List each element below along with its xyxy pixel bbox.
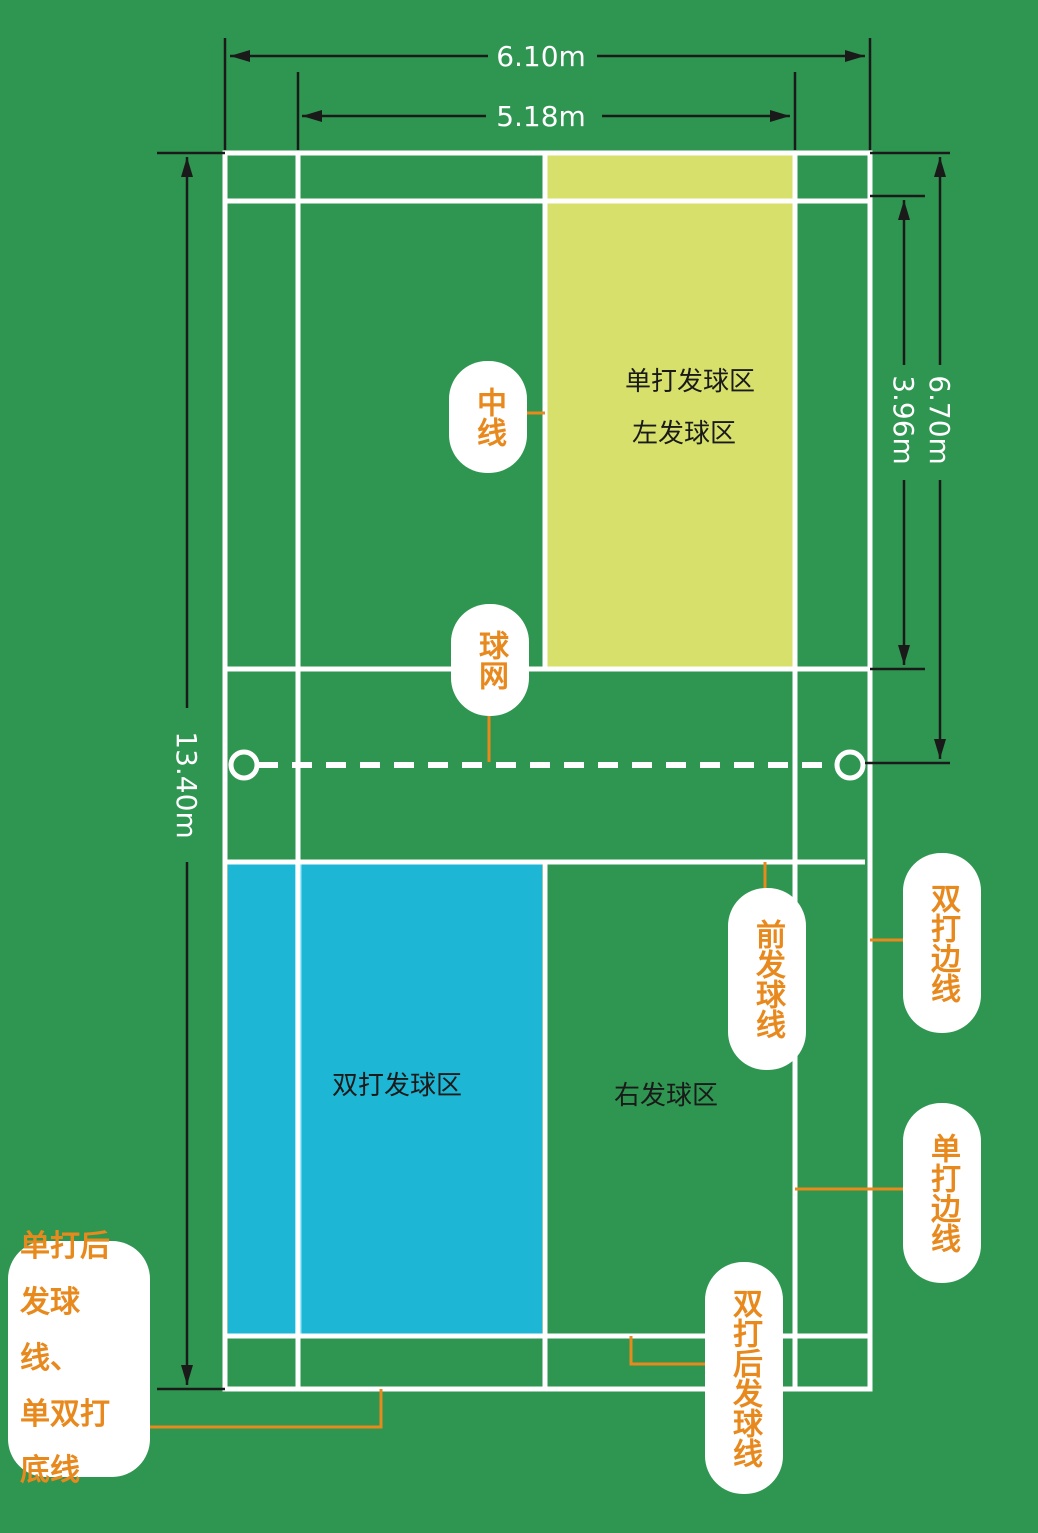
court-lines: [222, 150, 873, 1392]
net-post-right: [834, 749, 866, 781]
zone-label-doubles-service: 双打发球区: [332, 1071, 462, 1101]
dim-label-service-depth: 3.96m: [887, 375, 920, 465]
zone-label-right-service: 右发球区: [614, 1081, 718, 1111]
callout-baseline-line-1: 单打后: [20, 1229, 110, 1264]
callout-baseline-line-2: 发球线、: [20, 1285, 80, 1376]
callout-baseline-line-3: 单双打: [20, 1397, 110, 1432]
zone-label-singles-service: 单打发球区: [625, 367, 755, 397]
callout-singles-sideline: 单打边线: [903, 1103, 981, 1283]
dim-label-full-length: 13.40m: [170, 731, 203, 838]
callout-baseline: 单打后 发球线、 单双打 底线: [8, 1229, 150, 1488]
singles-service-zone: [545, 155, 793, 667]
dim-label-singles-width: 5.18m: [496, 100, 586, 133]
callout-baseline-line-4: 底线: [20, 1453, 80, 1488]
dim-label-half-length: 6.70m: [923, 375, 956, 465]
dimension-arrows: [181, 50, 946, 1385]
callout-net: 球网: [451, 604, 529, 716]
net-post-left: [228, 749, 260, 781]
dim-label-doubles-width: 6.10m: [496, 40, 586, 73]
callout-center-line: 中线: [449, 361, 527, 473]
callout-doubles-long-service-line: 双打后发球线: [705, 1262, 783, 1494]
zone-label-left-service: 左发球区: [632, 419, 736, 449]
dimension-extension-lines: [157, 38, 950, 1391]
callout-short-service-line: 前发球线: [728, 888, 806, 1070]
callout-leaders: [150, 411, 904, 1429]
doubles-service-zone: [228, 864, 542, 1334]
callout-doubles-sideline: 双打边线: [903, 853, 981, 1033]
